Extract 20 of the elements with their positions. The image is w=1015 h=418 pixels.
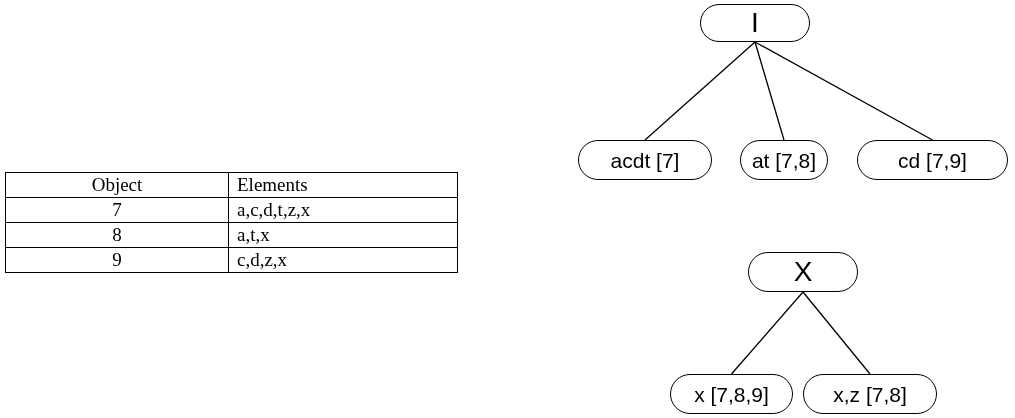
connector-line	[754, 41, 785, 141]
table-cell: Elements	[228, 172, 458, 198]
rounded-node: I	[700, 4, 810, 42]
rounded-node: X	[748, 252, 858, 292]
connector-line	[644, 41, 756, 141]
table-cell: a,t,x	[228, 222, 458, 248]
rounded-node: cd [7,9]	[857, 140, 1008, 180]
table-cell: 8	[5, 222, 229, 248]
table-cell: c,d,z,x	[228, 247, 458, 273]
rounded-node: x [7,8,9]	[670, 374, 793, 414]
table-cell: 7	[5, 197, 229, 223]
connector-line	[802, 291, 871, 375]
rounded-node: acdt [7]	[578, 140, 712, 180]
connector-line	[730, 291, 804, 375]
rounded-node: x,z [7,8]	[803, 374, 937, 414]
table-cell: a,c,d,t,z,x	[228, 197, 458, 223]
table-cell: Object	[5, 172, 229, 198]
table-cell: 9	[5, 247, 229, 273]
connector-line	[754, 41, 934, 141]
rounded-node: at [7,8]	[740, 140, 828, 180]
